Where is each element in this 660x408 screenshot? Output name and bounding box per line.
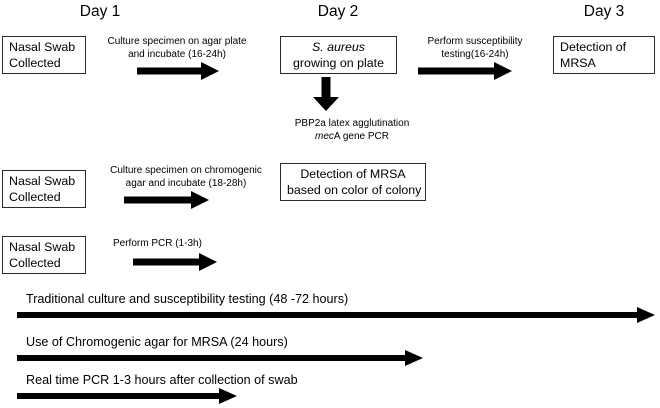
row2-arrow-to-detection — [124, 191, 209, 209]
timeline-3-label: Real time PCR 1-3 hours after collection… — [26, 373, 298, 387]
row2-chromogenic-caption-line1: Culture specimen on chromogenic — [110, 165, 262, 176]
meca-italic-text: mec — [315, 130, 334, 142]
row2-detection-line1: Detection of MRSA — [300, 167, 406, 181]
meca-gene-pcr-line: mecA gene PCR — [252, 131, 452, 144]
day-2-header: Day 2 — [317, 3, 359, 20]
row2-chromogenic-caption-line2: agar and incubate (18-28h) — [125, 177, 247, 189]
row1-detection-mrsa-box: Detection of MRSA — [553, 36, 655, 74]
row1-arrow-to-culture — [137, 62, 219, 80]
pbp2a-latex-line: PBP2a latex agglutination — [294, 118, 410, 129]
row3-perform-pcr-caption: Perform PCR (1-3h) — [113, 238, 223, 251]
row2-nasal-swab-box: Nasal Swab Collected — [2, 170, 86, 208]
timeline-3-arrow — [17, 388, 237, 404]
row1-s-aureus-line2: growing on plate — [293, 56, 384, 70]
meca-rest-text: A gene PCR — [333, 130, 389, 142]
timeline-1-arrow — [17, 307, 655, 323]
row2-chromogenic-caption: Culture specimen on chromogenic agar and… — [103, 165, 269, 190]
row1-culture-agar-caption-line2: and incubate (16-24h) — [128, 48, 226, 60]
row2-detection-line2: based on color of colony — [287, 183, 422, 197]
day-1-header: Day 1 — [79, 3, 121, 20]
row2-detection-mrsa-color-box: Detection of MRSA based on color of colo… — [280, 163, 426, 201]
timeline-1-label: Traditional culture and susceptibility t… — [26, 292, 349, 306]
row1-susceptibility-caption-line1: Perform susceptibility — [427, 36, 523, 47]
row1-susceptibility-caption: Perform susceptibility testing(16-24h) — [412, 36, 538, 61]
row2-nasal-swab-line1: Nasal Swab — [9, 174, 76, 188]
row1-s-aureus-box: S. aureus growing on plate — [280, 36, 397, 74]
row1-susceptibility-caption-line2: testing(16-24h) — [441, 48, 509, 60]
row1-detection-mrsa-line1: Detection of — [560, 40, 627, 54]
row1-nasal-swab-box: Nasal Swab Collected — [2, 36, 86, 74]
row1-s-aureus-line1: S. aureus — [287, 39, 390, 55]
row1-nasal-swab-line2: Collected — [9, 56, 61, 70]
row3-perform-pcr-caption-line1: Perform PCR (1-3h) — [113, 238, 202, 249]
row3-nasal-swab-line2: Collected — [9, 256, 61, 270]
row2-nasal-swab-line2: Collected — [9, 190, 61, 204]
day-3-header: Day 3 — [583, 3, 625, 20]
row1-pbp2a-caption: PBP2a latex agglutination mecA gene PCR — [252, 118, 452, 143]
row1-culture-agar-caption: Culture specimen on agar plate and incub… — [104, 36, 250, 61]
row1-culture-agar-caption-line1: Culture specimen on agar plate — [107, 36, 247, 47]
row3-pcr-arrow — [133, 253, 217, 271]
timeline-2-label: Use of Chromogenic agar for MRSA (24 hou… — [26, 335, 288, 349]
row1-down-arrow-to-pbp2a — [313, 77, 339, 111]
timeline-2-arrow — [17, 350, 423, 366]
s-aureus-italic-text: S. aureus — [311, 40, 366, 54]
row1-nasal-swab-line1: Nasal Swab — [9, 40, 76, 54]
row3-nasal-swab-line1: Nasal Swab — [9, 240, 76, 254]
row3-nasal-swab-box: Nasal Swab Collected — [2, 236, 86, 274]
row1-arrow-to-detection — [418, 62, 512, 80]
row1-detection-mrsa-line2: MRSA — [560, 56, 596, 70]
